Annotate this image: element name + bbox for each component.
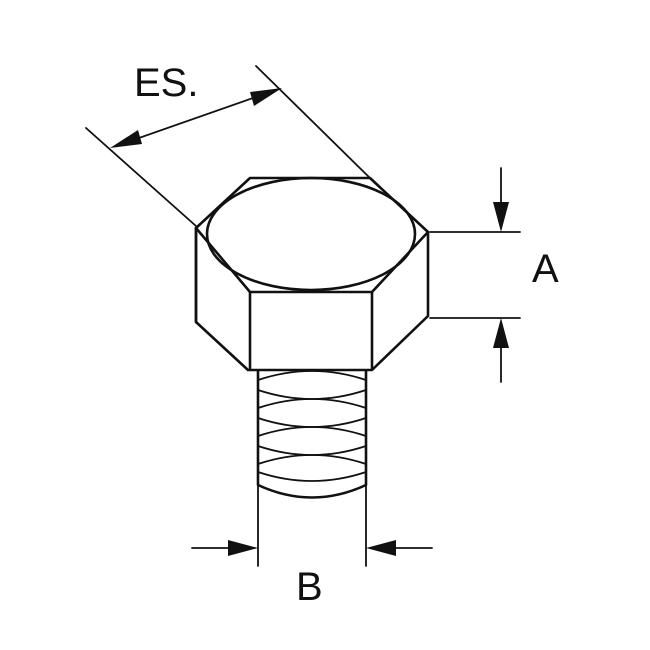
label-es: ES.	[134, 61, 198, 105]
es-arrow-left	[110, 130, 142, 148]
dimension-a	[429, 167, 521, 383]
label-a: A	[532, 247, 559, 291]
hex-head	[194, 176, 430, 372]
dimension-es	[85, 65, 373, 227]
label-b: B	[296, 565, 323, 609]
b-arrow-left	[228, 540, 258, 556]
b-arrow-right	[366, 540, 396, 556]
es-arrow-right	[250, 88, 282, 106]
dimension-b	[191, 485, 433, 567]
a-arrow-bottom	[493, 318, 509, 348]
bolt-shank	[256, 366, 368, 499]
a-arrow-top	[493, 202, 509, 232]
